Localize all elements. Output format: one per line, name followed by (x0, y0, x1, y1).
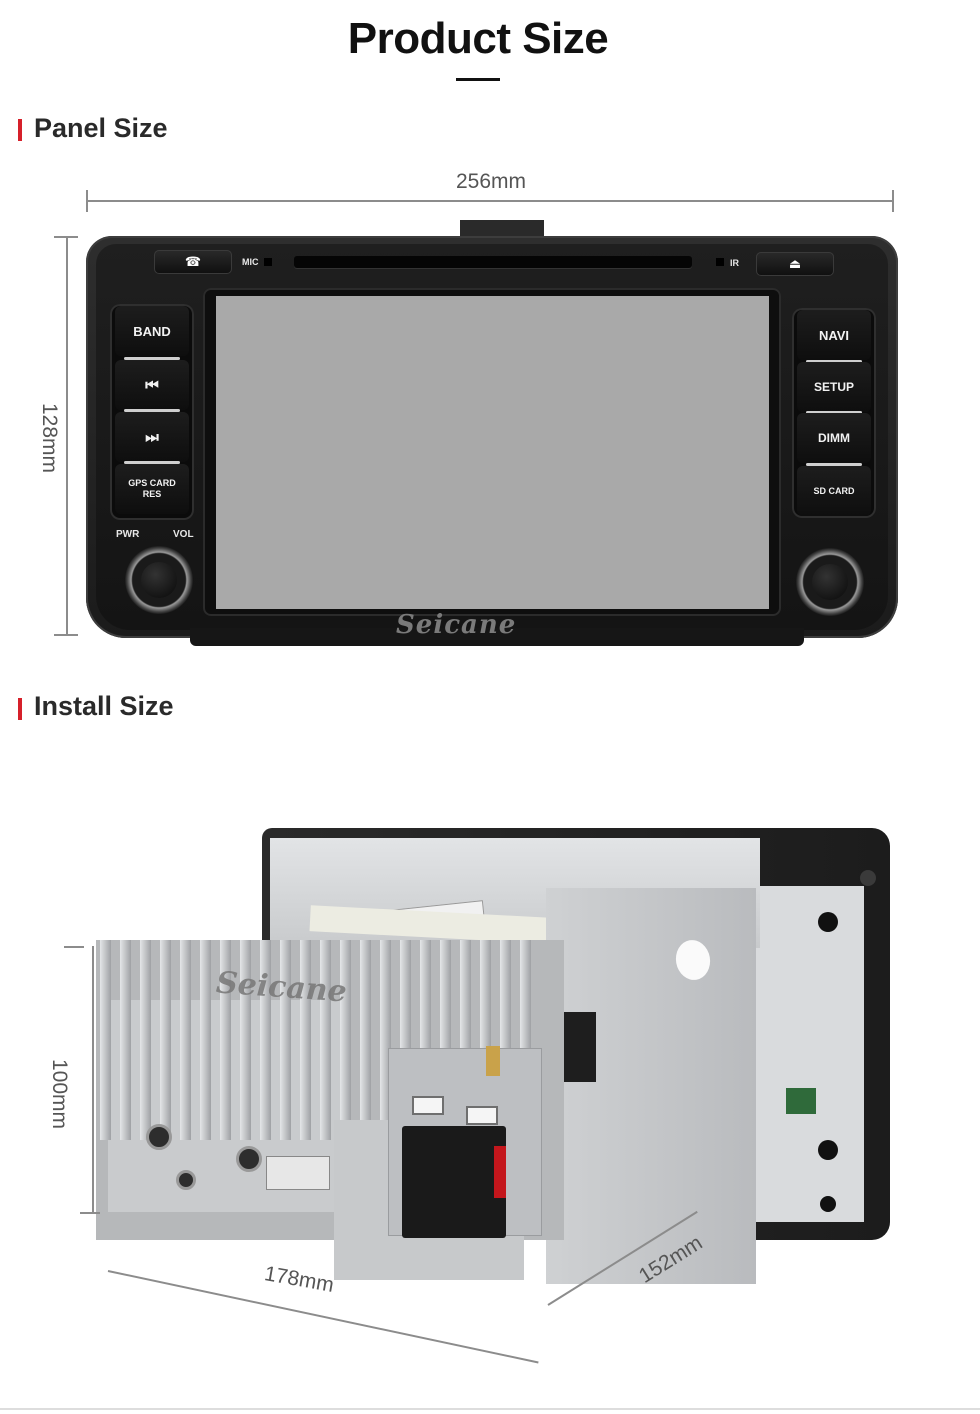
title-underline (456, 78, 500, 81)
mic-hole (264, 258, 272, 266)
heatsink-fins (100, 940, 540, 1140)
usb-port-2 (412, 1096, 444, 1115)
eject-icon: ⏏ (788, 256, 802, 271)
panel-width-line (86, 200, 894, 202)
setup-label: SETUP (813, 379, 854, 394)
phone-icon: ☎ (184, 254, 202, 269)
mount-hole (860, 870, 876, 886)
mic-label: MIC (242, 257, 259, 267)
button-separator (806, 411, 862, 414)
navi-label: NAVI (818, 327, 850, 343)
band-label: BAND (133, 323, 171, 339)
radio-antenna-port (486, 1046, 500, 1076)
gps-card-res-label: GPS CARD RES (128, 478, 176, 499)
next-track-button[interactable]: ⏭ (115, 412, 189, 462)
setup-button[interactable]: SETUP (797, 362, 871, 412)
eject-button[interactable]: ⏏ (756, 252, 834, 276)
dimm-button[interactable]: DIMM (797, 413, 871, 463)
chassis-side (546, 888, 756, 1284)
camera-port (236, 1146, 262, 1172)
band-button[interactable]: BAND (115, 306, 189, 356)
av-in-connector (266, 1156, 330, 1190)
fuse (494, 1146, 506, 1198)
panel-width-label: 256mm (456, 170, 527, 193)
mic-port (176, 1170, 196, 1190)
next-track-icon: ⏭ (145, 428, 159, 446)
prev-track-icon: ⏮ (145, 376, 159, 394)
install-size-heading: Install Size (34, 691, 174, 721)
prev-track-button[interactable]: ⏮ (115, 360, 189, 410)
disc-slot (294, 256, 692, 268)
sd-card-label: SD CARD (813, 485, 855, 496)
unit-height-tick-bottom (80, 1212, 100, 1214)
panel-width-tick-right (892, 190, 894, 212)
button-separator (806, 360, 862, 363)
gps-card-res-button[interactable]: GPS CARD RES (115, 464, 189, 514)
button-separator (124, 461, 180, 464)
unit-width-label: 178mm (262, 1262, 336, 1297)
panel-height-line (66, 236, 68, 636)
button-separator (124, 357, 180, 360)
radio-panel-chin (190, 628, 804, 646)
page-title: Product Size (347, 14, 609, 63)
bracket-hole (820, 1196, 836, 1212)
footer-divider (0, 1408, 980, 1410)
vol-label: VOL (173, 529, 194, 540)
dimm-label: DIMM (818, 430, 850, 445)
gps-antenna-port (146, 1124, 172, 1150)
unit-height-line (92, 946, 94, 1212)
button-separator (806, 463, 862, 466)
panel-mount-tab (460, 220, 544, 238)
panel-height-label: 128mm (38, 402, 62, 474)
section-accent-bar (18, 698, 22, 720)
pwr-label: PWR (116, 529, 140, 540)
unit-height-label: 100mm (48, 1058, 72, 1130)
panel-height-tick-top (54, 236, 78, 238)
panel-height-tick-bottom (54, 634, 78, 636)
display-screen[interactable] (216, 296, 769, 609)
section-accent-bar (18, 119, 22, 141)
panel-width-tick-left (86, 190, 88, 212)
ir-label: IR (730, 258, 739, 268)
bracket-hole (818, 912, 838, 932)
tune-knob-cap (812, 564, 848, 600)
power-volume-knob-cap (141, 562, 177, 598)
unit-side-bracket (752, 886, 864, 1222)
navi-button[interactable]: NAVI (797, 310, 871, 360)
ir-sensor (716, 258, 724, 266)
iso-connector (402, 1126, 506, 1238)
board-connector (786, 1088, 816, 1114)
usb-port-1 (466, 1106, 498, 1125)
bracket-hole (818, 1140, 838, 1160)
unit-height-tick-top (64, 946, 84, 948)
sd-card-button[interactable]: SD CARD (797, 466, 871, 516)
panel-size-heading: Panel Size (34, 113, 168, 143)
phone-button[interactable]: ☎ (154, 250, 232, 274)
button-separator (124, 409, 180, 412)
brand-logo: Seicane (396, 610, 517, 640)
